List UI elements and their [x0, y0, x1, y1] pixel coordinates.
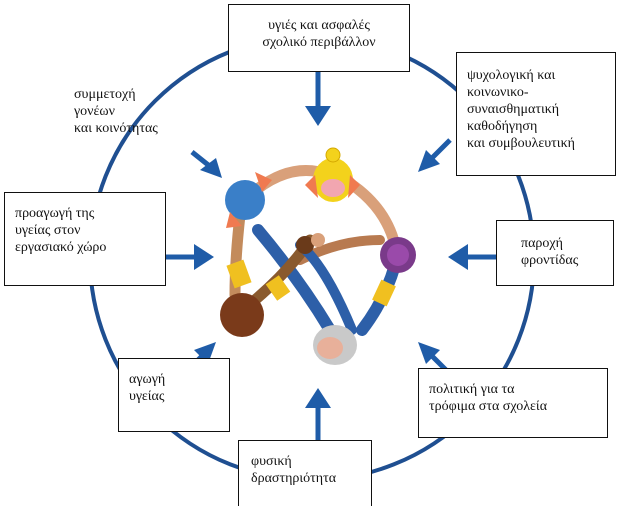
arrow-top-left [190, 150, 222, 178]
label-parent-community-participation: συμμετοχή γονέων και κοινότητας [74, 87, 158, 136]
label-workplace-health-promotion: προαγωγή της υγείας στον εργασιακό χώρο [4, 192, 166, 286]
arrow-left [166, 244, 214, 270]
children-holding-hands-icon [220, 147, 416, 365]
label-healthy-school-environment: υγιές και ασφαλές σχολικό περιβάλλον [228, 4, 410, 72]
label-psychological-counseling: ψυχολογική και κοινωνικο- συναισθηματική… [456, 52, 616, 176]
arrow-bottom [305, 388, 331, 440]
label-physical-activity: φυσική δραστηριότητα [238, 440, 372, 506]
arrow-right [448, 244, 496, 270]
arrow-top-right [418, 138, 452, 172]
label-school-food-policy: πολιτική για τα τρόφιμα στα σχολεία [418, 368, 608, 438]
arrow-top [305, 72, 331, 126]
label-health-education: αγωγή υγείας [118, 358, 230, 432]
label-care-provision: παροχή φροντίδας [496, 220, 614, 286]
